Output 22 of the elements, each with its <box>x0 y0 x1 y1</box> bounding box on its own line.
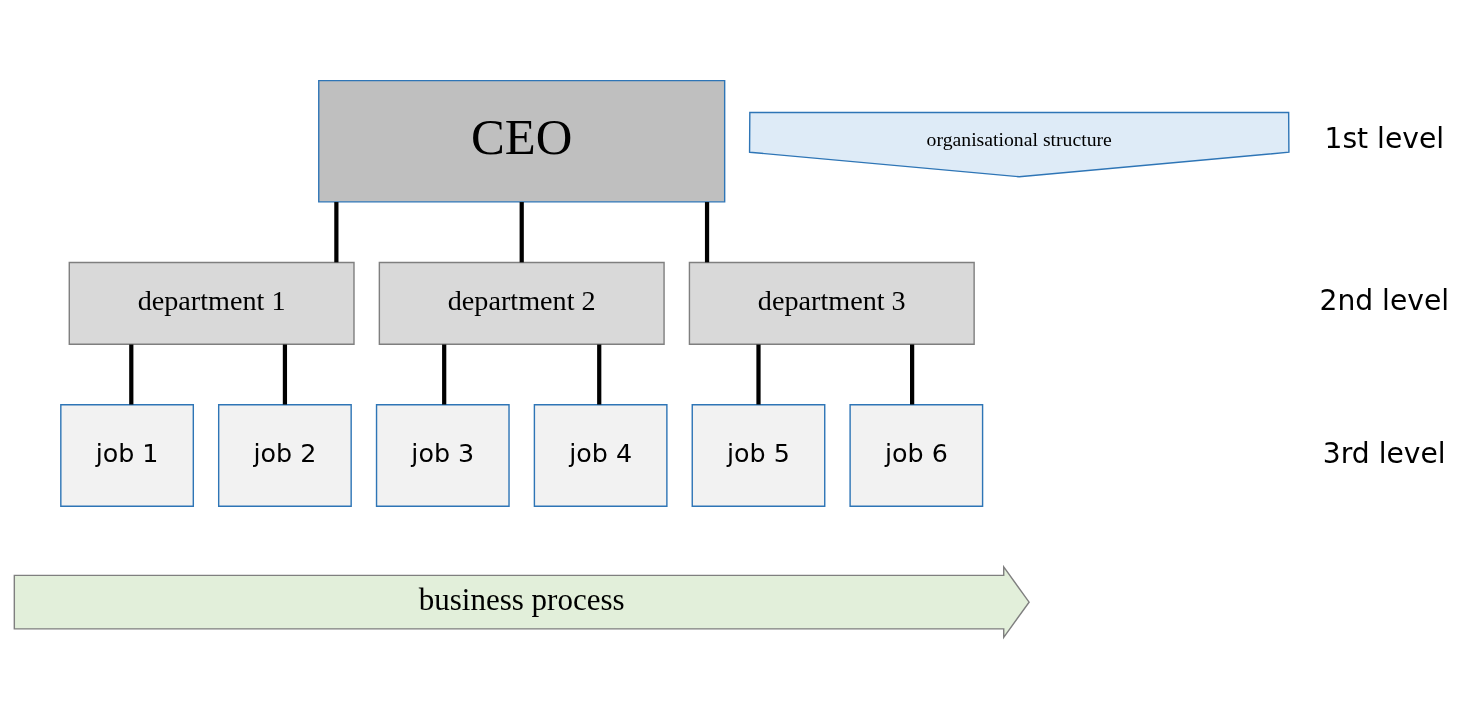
connector <box>282 344 288 405</box>
node-box: job 1 <box>60 404 194 507</box>
node-box: department 3 <box>688 261 975 345</box>
label: 1st level <box>1324 122 1445 156</box>
connector <box>442 344 447 405</box>
node-box: job 3 <box>375 404 510 507</box>
connector <box>704 202 710 263</box>
label: 3rd level <box>1322 436 1446 470</box>
connector <box>334 202 339 263</box>
connector <box>519 202 524 263</box>
label: 2nd level <box>1319 284 1450 318</box>
node-box: CEO <box>318 79 726 203</box>
node-box: department 1 <box>68 261 355 345</box>
node-box: department 2 <box>378 261 665 345</box>
node-box: job 2 <box>217 404 352 507</box>
connector <box>910 344 915 405</box>
connector <box>597 344 602 405</box>
node-box: job 5 <box>691 404 826 507</box>
node-box: job 4 <box>533 404 668 507</box>
connector <box>756 344 761 405</box>
connector <box>129 344 134 405</box>
node-box: job 6 <box>849 404 984 507</box>
